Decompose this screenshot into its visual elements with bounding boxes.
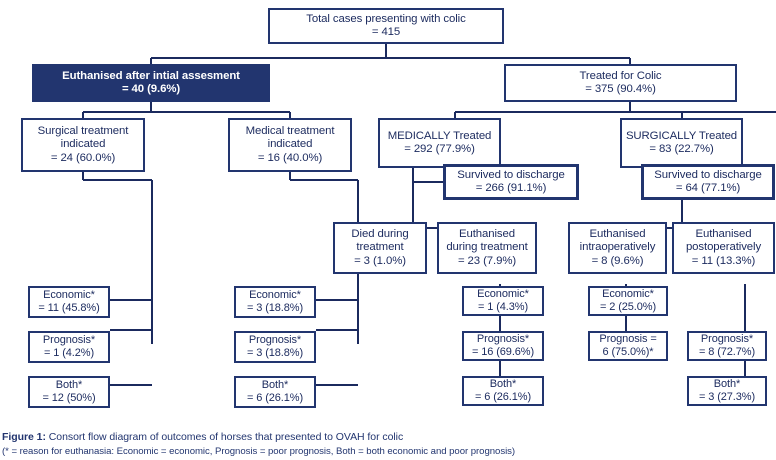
node-treated-line1: Treated for Colic [579, 69, 662, 82]
node-g2-prognosis-line2: = 3 (18.8%) [246, 347, 304, 359]
node-medical-treatment-indicated[interactable]: Medical treatment indicated = 16 (40.0%) [228, 118, 352, 172]
figure-caption-text: Consort flow diagram of outcomes of hors… [45, 431, 404, 443]
node-g1-economic-line2: = 11 (45.8%) [38, 302, 100, 314]
node-total-cases[interactable]: Total cases presenting with colic = 415 [268, 8, 504, 44]
node-euthanised-intraoperatively[interactable]: Euthanised intraoperatively = 8 (9.6%) [568, 222, 667, 274]
node-euth-postop-line1: Euthanised [695, 227, 752, 240]
node-g5-prognosis-line1: Prognosis* [700, 333, 754, 346]
node-g1-both-line2: = 12 (50%) [42, 392, 96, 404]
node-surgically-treated[interactable]: SURGICALLY Treated = 83 (22.7%) [620, 118, 743, 168]
node-g3-economic[interactable]: Economic* = 1 (4.3%) [462, 286, 544, 316]
node-surgical-indicated-line1: Surgical treatment [37, 124, 129, 137]
node-total-cases-line2: = 415 [371, 26, 401, 38]
node-g2-prognosis-line1: Prognosis* [248, 334, 302, 347]
node-g1-prognosis-line2: = 1 (4.2%) [43, 347, 95, 359]
node-survived-med-line2: = 266 (91.1%) [475, 182, 547, 194]
node-euthanised-postoperatively[interactable]: Euthanised postoperatively = 11 (13.3%) [672, 222, 775, 274]
node-surgical-indicated-line2: indicated [60, 138, 106, 151]
node-surgically-treated-line1: SURGICALLY Treated [625, 129, 738, 142]
node-g3-economic-line2: = 1 (4.3%) [477, 301, 529, 313]
node-g2-both-line2: = 6 (26.1%) [246, 392, 304, 404]
node-g1-prognosis[interactable]: Prognosis* = 1 (4.2%) [28, 331, 110, 363]
node-g2-economic[interactable]: Economic* = 3 (18.8%) [234, 286, 316, 318]
node-g3-both-line1: Both* [489, 378, 517, 391]
node-g3-prognosis-line2: = 16 (69.6%) [471, 346, 535, 358]
node-euth-treatment-line2: during treatment [446, 241, 528, 254]
node-euth-treatment-line3: = 23 (7.9%) [457, 254, 517, 267]
node-g3-economic-line1: Economic* [477, 288, 529, 301]
node-g2-economic-line2: = 3 (18.8%) [246, 302, 304, 314]
node-medically-treated[interactable]: MEDICALLY Treated = 292 (77.9%) [378, 118, 501, 168]
node-g3-prognosis-line1: Prognosis* [476, 333, 530, 346]
node-g2-economic-line1: Economic* [249, 289, 301, 302]
figure-caption-note: (* = reason for euthanasia: Economic = e… [2, 446, 516, 458]
node-g2-both[interactable]: Both* = 6 (26.1%) [234, 376, 316, 408]
node-g1-both-line1: Both* [55, 379, 83, 392]
node-g1-both[interactable]: Both* = 12 (50%) [28, 376, 110, 408]
node-medically-treated-line2: = 292 (77.9%) [404, 143, 475, 155]
node-g4-economic[interactable]: Economic* = 2 (25.0%) [588, 286, 668, 316]
node-g4-prognosis[interactable]: Prognosis = 6 (75.0%)* [588, 331, 668, 361]
node-euthanised-during-treatment[interactable]: Euthanised during treatment = 23 (7.9%) [437, 222, 537, 274]
node-total-cases-line1: Total cases presenting with colic [306, 12, 466, 25]
node-g3-both-line2: = 6 (26.1%) [474, 391, 532, 403]
node-euth-postop-line2: postoperatively [685, 241, 762, 254]
node-surgically-treated-line2: = 83 (22.7%) [649, 143, 714, 155]
node-treated-for-colic[interactable]: Treated for Colic = 375 (90.4%) [504, 64, 737, 102]
node-medically-treated-line1: MEDICALLY Treated [387, 129, 492, 142]
node-g1-economic-line1: Economic* [43, 289, 95, 302]
node-survived-surg-line2: = 64 (77.1%) [675, 182, 741, 194]
node-g5-prognosis-line2: = 8 (72.7%) [698, 346, 756, 358]
node-survived-to-discharge-medical[interactable]: Survived to discharge = 266 (91.1%) [443, 164, 579, 200]
node-euth-postop-line3: = 11 (13.3%) [691, 254, 756, 267]
node-survived-to-discharge-surgical[interactable]: Survived to discharge = 64 (77.1%) [641, 164, 775, 200]
node-euth-treatment-line1: Euthanised [459, 227, 515, 240]
node-medical-indicated-line2: indicated [267, 138, 313, 151]
node-survived-med-line1: Survived to discharge [457, 168, 565, 181]
figure-caption-label: Figure 1: [2, 431, 46, 443]
node-died-treatment-line1: Died during [351, 227, 409, 240]
node-g2-both-line1: Both* [261, 379, 289, 392]
node-medical-indicated-line1: Medical treatment [245, 124, 335, 137]
node-euth-intraop-line1: Euthanised [589, 227, 646, 240]
node-g5-both-line1: Both* [713, 378, 741, 391]
node-g2-prognosis[interactable]: Prognosis* = 3 (18.8%) [234, 331, 316, 363]
node-g1-prognosis-line1: Prognosis* [42, 334, 96, 347]
node-euthanised-after-initial-assessment[interactable]: Euthanised after intial assesment = 40 (… [32, 64, 270, 102]
node-g5-both[interactable]: Both* = 3 (27.3%) [687, 376, 767, 406]
node-euth-intraop-line3: = 8 (9.6%) [591, 254, 644, 267]
node-g4-prognosis-line1: Prognosis = [599, 333, 657, 346]
node-euth-initial-line1: Euthanised after intial assesment [62, 69, 240, 82]
node-treated-line2: = 375 (90.4%) [585, 83, 656, 95]
node-died-treatment-line3: = 3 (1.0%) [354, 254, 406, 267]
node-euth-initial-line2: = 40 (9.6%) [121, 83, 181, 95]
node-g4-economic-line2: = 2 (25.0%) [599, 301, 657, 313]
node-g4-economic-line1: Economic* [602, 288, 654, 301]
node-g5-both-line2: = 3 (27.3%) [698, 391, 756, 403]
node-survived-surg-line1: Survived to discharge [654, 168, 762, 181]
node-died-treatment-line2: treatment [356, 241, 404, 254]
node-g5-prognosis[interactable]: Prognosis* = 8 (72.7%) [687, 331, 767, 361]
figure-caption: Figure 1: Consort flow diagram of outcom… [2, 430, 772, 459]
node-g3-prognosis[interactable]: Prognosis* = 16 (69.6%) [462, 331, 544, 361]
node-g3-both[interactable]: Both* = 6 (26.1%) [462, 376, 544, 406]
node-g4-prognosis-line2: 6 (75.0%)* [602, 346, 654, 358]
node-surgical-treatment-indicated[interactable]: Surgical treatment indicated = 24 (60.0%… [21, 118, 145, 172]
node-died-during-treatment[interactable]: Died during treatment = 3 (1.0%) [333, 222, 427, 274]
node-g1-economic[interactable]: Economic* = 11 (45.8%) [28, 286, 110, 318]
node-surgical-indicated-line3: = 24 (60.0%) [50, 151, 116, 164]
node-medical-indicated-line3: = 16 (40.0%) [257, 151, 323, 164]
node-euth-intraop-line2: intraoperatively [579, 241, 656, 254]
